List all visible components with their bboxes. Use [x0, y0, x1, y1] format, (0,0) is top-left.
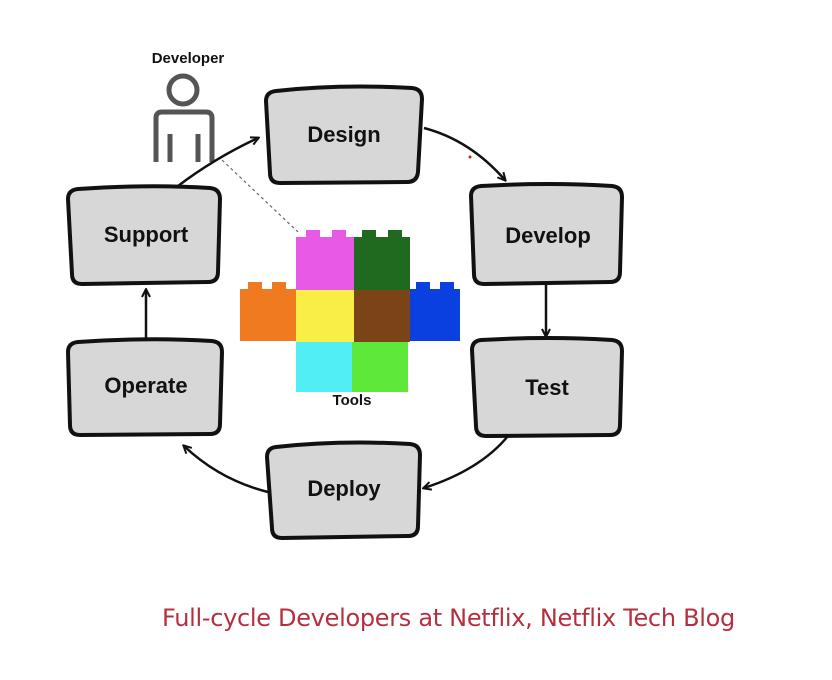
red-dot [468, 155, 472, 159]
arrow-test-deploy [424, 435, 509, 488]
stage-support: Support [65, 184, 223, 287]
source-caption: Full-cycle Developers at Netflix, Netfli… [162, 604, 735, 632]
tool-block-dark-green [354, 230, 410, 290]
developer-label: Developer [152, 50, 225, 67]
stage-label-deploy: Deploy [307, 476, 381, 501]
stage-label-operate: Operate [104, 373, 187, 398]
tool-block-cyan [296, 342, 352, 392]
tool-block-blue [410, 282, 460, 341]
arrow-deploy-operate [184, 446, 269, 494]
stage-label-support: Support [104, 222, 189, 247]
tools-label: Tools [333, 392, 372, 409]
stage-develop: Develop [468, 182, 625, 287]
stage-label-develop: Develop [505, 223, 591, 248]
tool-block-green [352, 342, 408, 392]
developer-icon [153, 73, 215, 162]
stage-operate: Operate [65, 337, 225, 438]
stage-deploy: Deploy [264, 440, 423, 541]
stage-label-design: Design [307, 122, 380, 147]
tool-block-yellow [296, 290, 354, 342]
tools-blocks [240, 230, 460, 392]
stage-design: Design [263, 84, 425, 186]
arrow-support-design [177, 138, 258, 187]
stage-label-test: Test [525, 375, 569, 400]
stage-test: Test [469, 336, 625, 439]
tool-block-magenta [296, 230, 354, 290]
tool-block-brown [354, 290, 410, 342]
arrow-design-develop [423, 126, 505, 180]
tool-block-orange [240, 282, 296, 341]
